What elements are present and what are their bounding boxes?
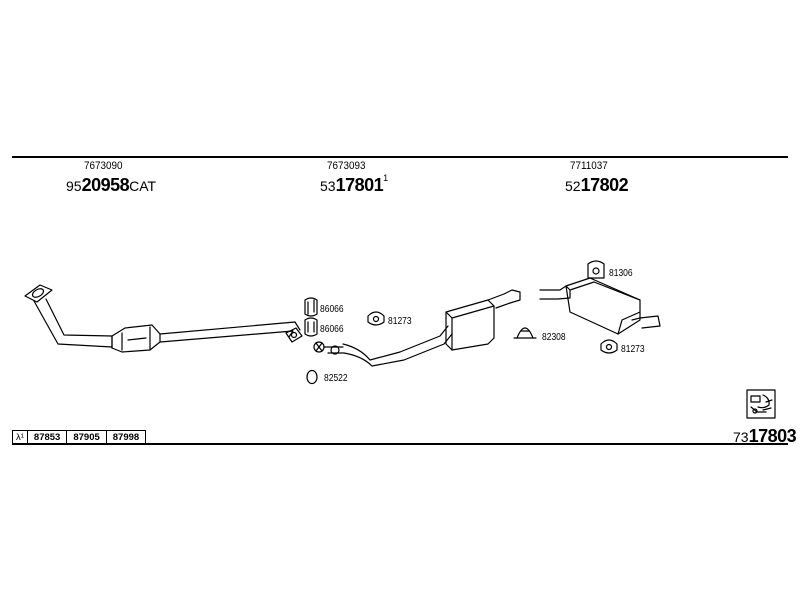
kit-code-prefix: 73 xyxy=(733,429,749,445)
label-ring: 82522 xyxy=(324,373,348,384)
kit-code-number: 17803 xyxy=(748,426,797,446)
front-pipe xyxy=(33,298,113,349)
lambda-sensor-table: λ¹ 87853 87905 87998 xyxy=(12,430,147,444)
ref-number-front-pipe: 7673090 xyxy=(84,160,123,172)
ref-number-middle-pipe: 7673093 xyxy=(327,160,366,172)
part-code-rear-silencer: 5217802 xyxy=(565,175,629,196)
middle-silencer xyxy=(445,289,521,351)
lambda-code: 87905 xyxy=(66,430,107,444)
part-code-front-pipe: 9520958CAT xyxy=(66,175,156,196)
part-code-prefix: 95 xyxy=(66,178,82,194)
hanger-rear-bottom-icon xyxy=(600,339,618,354)
label-hanger-rear-bottom: 81273 xyxy=(621,344,645,355)
lambda-symbol: λ¹ xyxy=(12,430,28,444)
front-pipe-flange xyxy=(24,284,53,303)
kit-box-icon xyxy=(746,389,776,419)
bottom-divider-line xyxy=(12,443,788,445)
catalytic-converter xyxy=(111,324,161,353)
part-code-number: 20958 xyxy=(81,175,130,195)
lambda-code: 87853 xyxy=(26,430,68,444)
ref-number-rear-silencer: 7711037 xyxy=(570,160,608,172)
label-hanger-rear-top: 81306 xyxy=(609,268,633,279)
rear-silencer xyxy=(539,277,661,335)
clamp-icon xyxy=(513,327,537,339)
middle-pipe xyxy=(313,325,453,367)
lambda-code: 87998 xyxy=(105,430,147,444)
part-code-suffix: CAT xyxy=(129,178,157,194)
part-code-prefix: 52 xyxy=(565,178,581,194)
intermediate-pipe xyxy=(159,321,303,343)
part-code-number: 17802 xyxy=(580,175,629,195)
part-code-number: 17801 xyxy=(335,175,384,195)
hanger-rear-top-icon xyxy=(587,260,605,279)
label-gasket-b: 86066 xyxy=(320,324,344,335)
part-code-middle-pipe: 53178011 xyxy=(320,173,389,196)
kit-part-code: 7317803 xyxy=(733,426,797,447)
top-divider-line xyxy=(12,156,788,158)
part-code-prefix: 53 xyxy=(320,178,336,194)
hanger-mid-icon xyxy=(367,311,385,326)
label-gasket-a: 86066 xyxy=(320,304,344,315)
label-clamp: 82308 xyxy=(542,332,566,343)
gasket-icons xyxy=(304,297,318,337)
ring-82522-icon xyxy=(306,369,318,385)
part-code-footnote: 1 xyxy=(383,173,389,183)
label-hanger-mid: 81273 xyxy=(388,316,412,327)
